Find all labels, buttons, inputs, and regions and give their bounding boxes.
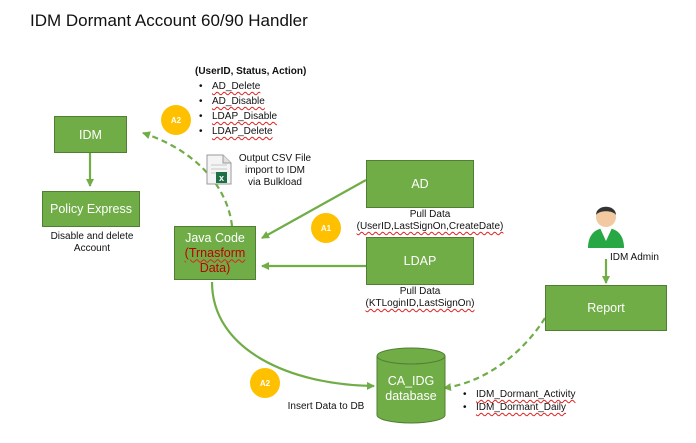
badge-a1: A1: [311, 213, 341, 243]
arrow-ad-to-java: [261, 179, 367, 239]
ad-node: AD: [366, 160, 474, 208]
action-item: LDAP_Disable: [199, 109, 277, 124]
java-code-label: Java Code: [185, 230, 245, 245]
idm-admin-label: IDM Admin: [610, 252, 659, 263]
pull-ad-line1: Pull Data: [409, 209, 451, 220]
action-item: LDAP_Delete: [199, 124, 277, 139]
output-csv-line3: via Bulkload: [248, 177, 302, 188]
database-label-line1: CA_IDG: [387, 374, 435, 388]
disable-delete-line2: Account: [73, 243, 111, 254]
insert-data-label: Insert Data to DB: [287, 401, 365, 412]
tables-list: IDM_Dormant_Activity IDM_Dormant_Daily: [460, 388, 576, 414]
pull-ldap-label: Pull Data (KTLoginID,LastSignOn): [350, 286, 490, 310]
disable-delete-label: Disable and delete Account: [40, 231, 144, 255]
database-cylinder: [376, 347, 446, 424]
database-label: CA_IDG database: [377, 374, 445, 404]
badge-a2-top: A2: [161, 105, 191, 135]
java-code-sub-2: Data): [199, 260, 231, 275]
arrow-java-to-idm: [142, 131, 234, 227]
pull-ldap-line2: (KTLoginID,LastSignOn): [365, 298, 475, 309]
badge-a2-bottom: A2: [250, 368, 280, 398]
output-csv-label: Output CSV File import to IDM via Bulklo…: [234, 153, 316, 189]
svg-text:x: x: [219, 173, 224, 183]
ad-node-label: AD: [411, 177, 429, 191]
java-code-node: Java Code (Trnasform Data): [174, 226, 256, 280]
arrow-report-to-db: [443, 317, 546, 392]
output-csv-line1: Output CSV File: [238, 153, 312, 164]
table-item: IDM_Dormant_Activity: [463, 388, 576, 401]
database-label-line2: database: [385, 389, 437, 403]
table-item: IDM_Dormant_Daily: [463, 401, 575, 414]
java-code-sub-1: (Trnasform: [184, 245, 246, 260]
user-icon: [588, 206, 624, 248]
policy-express-node: Policy Express: [42, 191, 140, 227]
action-item: AD_Delete: [199, 79, 277, 94]
actions-list: AD_Delete AD_Disable LDAP_Disable LDAP_D…: [196, 79, 277, 139]
action-item: AD_Disable: [199, 94, 277, 109]
excel-file-icon: x: [206, 154, 232, 185]
disable-delete-line1: Disable and delete: [50, 231, 134, 242]
idm-node: IDM: [54, 116, 127, 153]
pull-ad-line2: (UserID,LastSignOn,CreateDate): [356, 221, 504, 232]
report-node: Report: [545, 285, 667, 331]
pull-ad-label: Pull Data (UserID,LastSignOn,CreateDate): [350, 209, 510, 233]
actions-heading: (UserID, Status, Action): [195, 66, 307, 77]
pull-ldap-line1: Pull Data: [399, 286, 441, 297]
ldap-node-label: LDAP: [403, 254, 437, 268]
report-node-label: Report: [587, 301, 625, 315]
ldap-node: LDAP: [366, 237, 474, 285]
policy-express-label: Policy Express: [50, 202, 132, 216]
diagram-title: IDM Dormant Account 60/90 Handler: [30, 11, 308, 30]
arrow-java-to-db: [210, 281, 375, 390]
idm-node-label: IDM: [79, 127, 102, 142]
output-csv-line2: import to IDM: [244, 165, 305, 176]
